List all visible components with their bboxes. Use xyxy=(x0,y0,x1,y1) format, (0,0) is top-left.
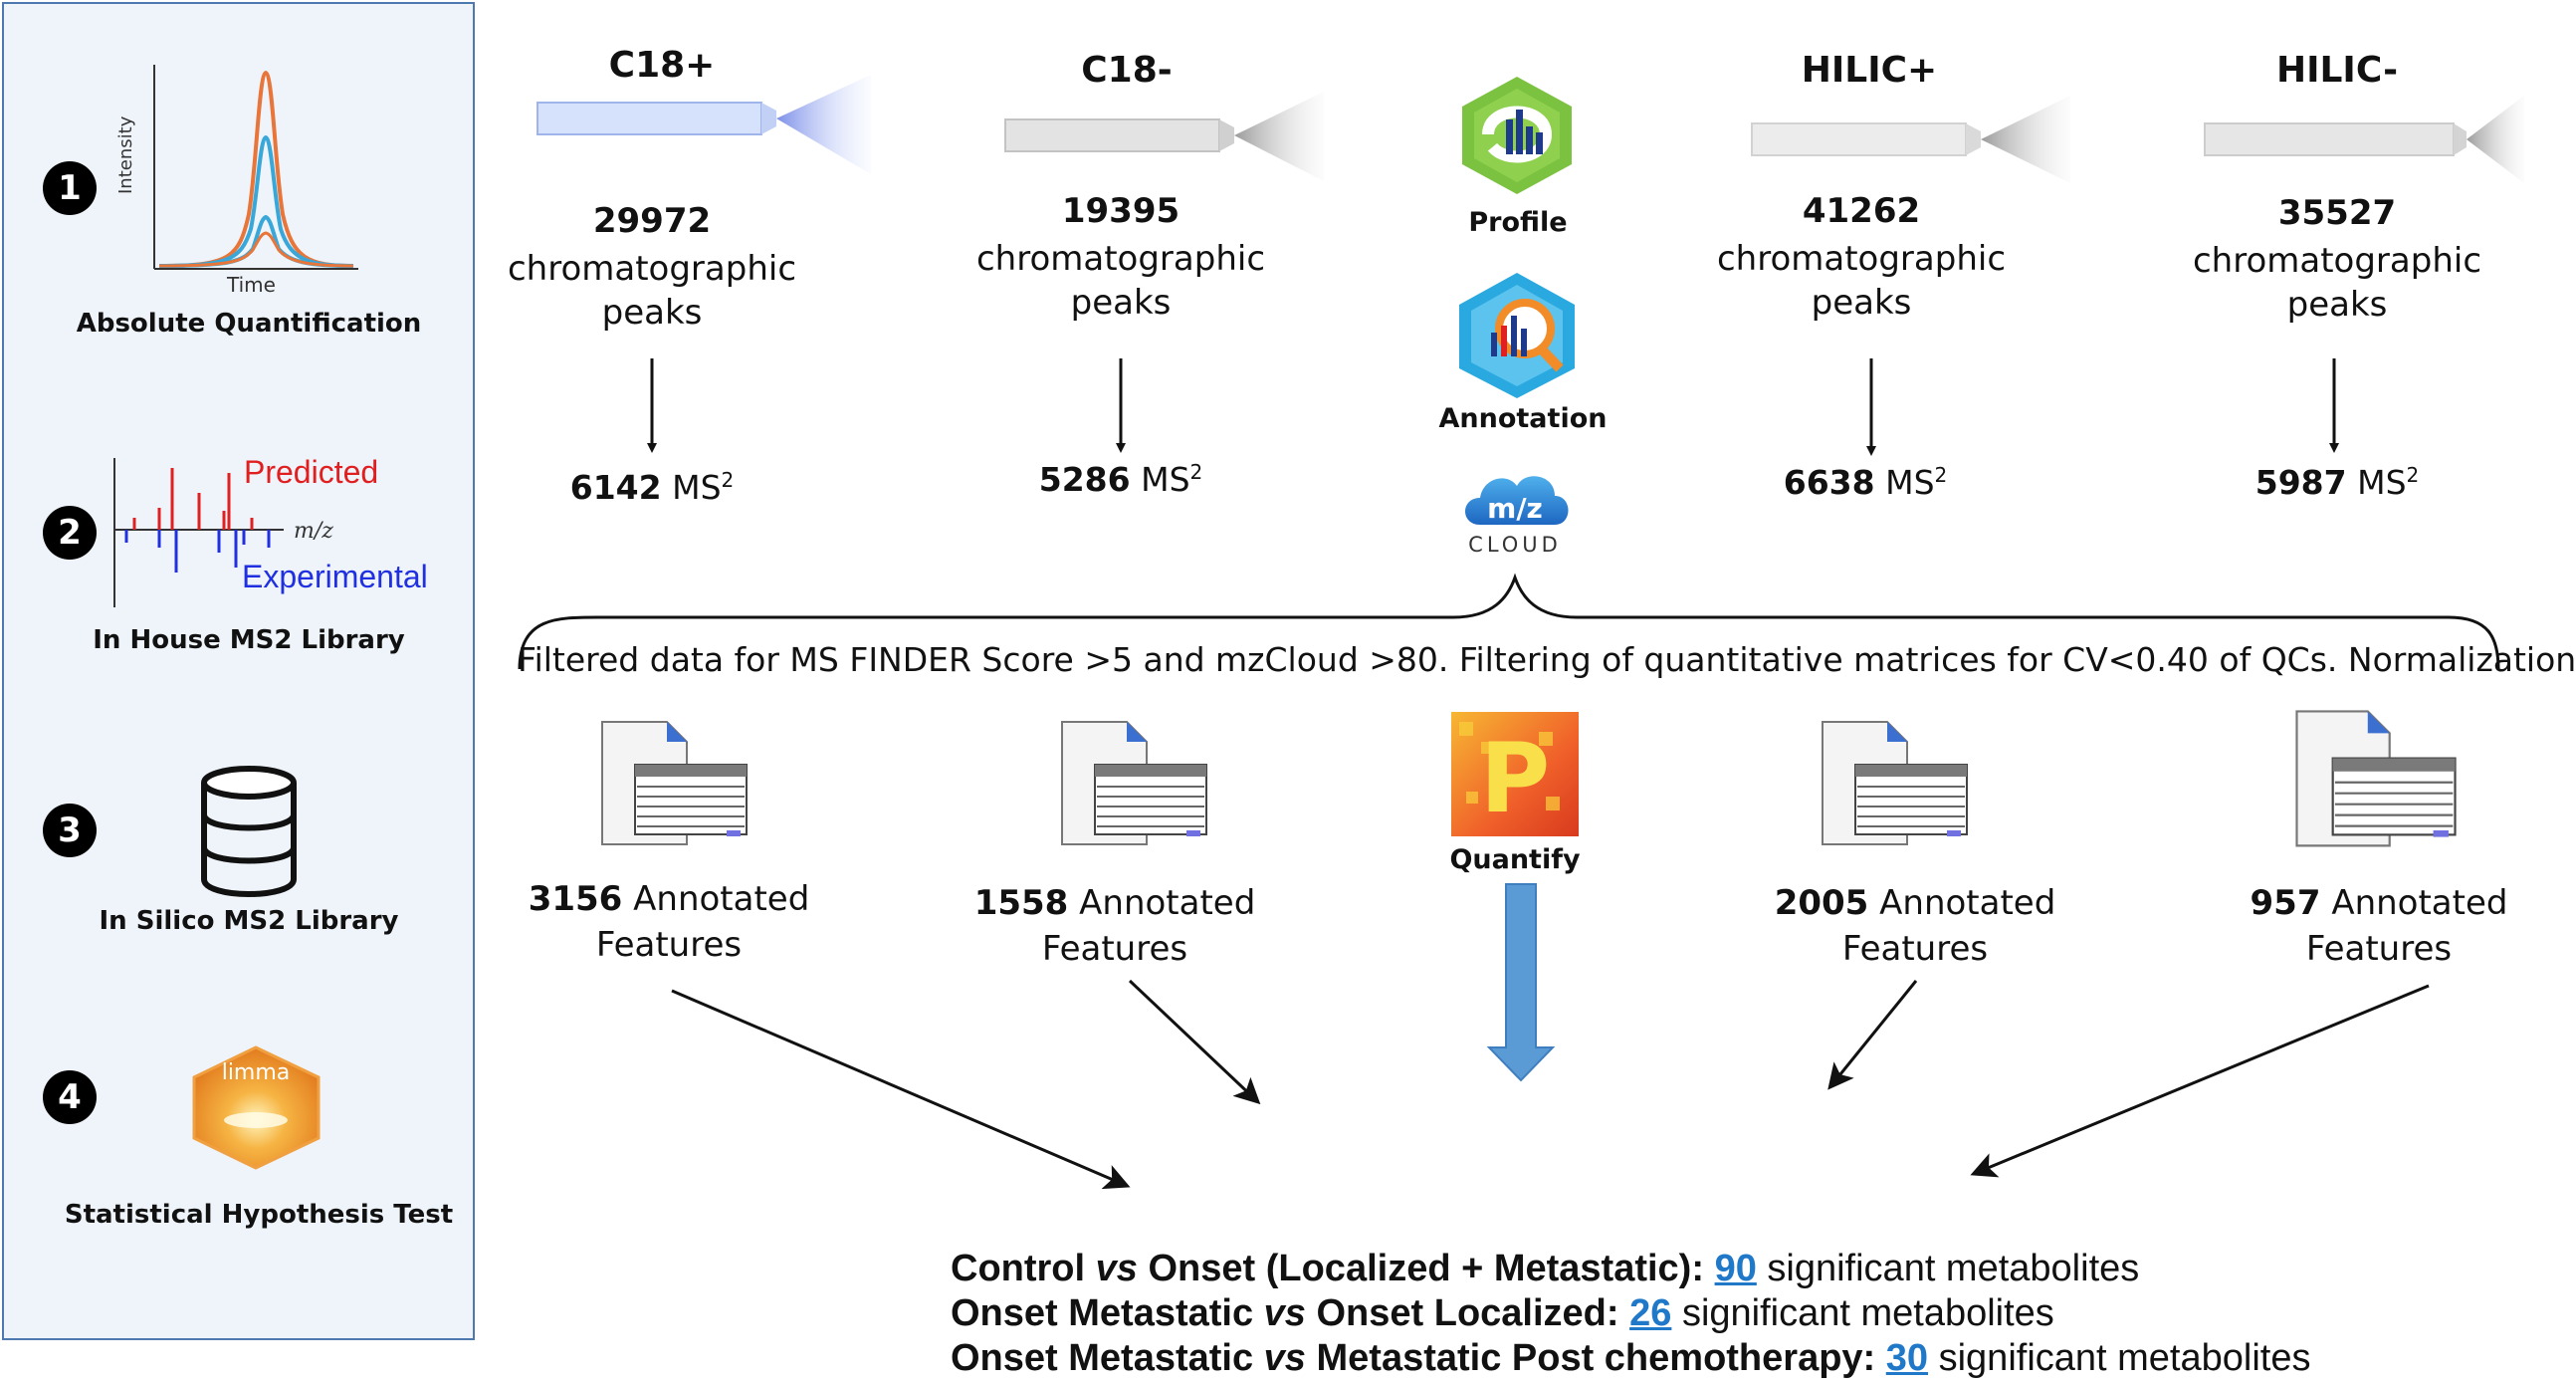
document-table-icon-hilic-minus xyxy=(2295,710,2457,847)
hilic-plus-column-icon xyxy=(1751,96,2070,183)
database-icon xyxy=(201,766,297,897)
intensity-axis-label: Intensity xyxy=(115,115,136,194)
annotation-logo-icon xyxy=(1459,273,1575,398)
filter-description: Filtered data for MS FINDER Score >5 and… xyxy=(518,640,2576,679)
hilic-minus-column-icon xyxy=(2204,96,2524,183)
step-2-label: In House MS2 Library xyxy=(93,625,405,655)
column-title-c18-plus: C18+ xyxy=(608,45,716,86)
result-line-2: Onset Metastatic vs Onset Localized: 26 … xyxy=(951,1292,2054,1334)
peaks-count-c18-minus: 19395 xyxy=(1061,191,1181,231)
step-1-badge: 1 xyxy=(43,161,97,215)
predicted-label: Predicted xyxy=(244,454,378,490)
c18-minus-column-icon xyxy=(1004,92,1324,181)
column-title-c18-minus: C18- xyxy=(1081,50,1173,91)
step-2-badge: 2 xyxy=(43,506,97,560)
result-line-3: Onset Metastatic vs Metastatic Post chem… xyxy=(951,1337,2311,1379)
step-3-label: In Silico MS2 Library xyxy=(99,906,399,936)
quantify-logo-icon: P xyxy=(1451,712,1579,836)
result-line-1: Control vs Onset (Localized + Metastatic… xyxy=(951,1248,2140,1289)
document-table-icon-hilic-plus xyxy=(1822,721,1968,845)
ms2-count-hilic-minus: 5987 MS2 xyxy=(2254,463,2420,502)
quantify-arrow xyxy=(1486,883,1556,1082)
ms2-count-c18-plus: 6142 MS2 xyxy=(569,468,735,507)
arrow-c18-plus-results xyxy=(671,989,1131,1190)
mz-axis-label: m/z xyxy=(294,519,333,544)
step-4-badge: 4 xyxy=(43,1070,97,1124)
mzcloud-logo-icon: m/z CLOUD xyxy=(1465,476,1569,557)
grouping-brace xyxy=(518,573,2500,670)
peaks-count-hilic-minus: 35527 xyxy=(2277,193,2397,233)
arrow-hilic-minus-results xyxy=(1970,984,2430,1178)
column-title-hilic-minus: HILIC- xyxy=(2275,50,2399,91)
step-1-label: Absolute Quantification xyxy=(76,309,422,339)
annotation-label: Annotation xyxy=(1438,403,1608,434)
experimental-label: Experimental xyxy=(242,559,428,594)
ms2-count-c18-minus: 5286 MS2 xyxy=(1038,460,1203,499)
limma-logo-icon: limma xyxy=(192,1045,321,1170)
result-count-1[interactable]: 90 xyxy=(1714,1248,1757,1289)
ms2-count-hilic-plus: 6638 MS2 xyxy=(1783,463,1948,502)
step-4-label: Statistical Hypothesis Test xyxy=(64,1200,454,1230)
quantify-logo-text: P xyxy=(1480,723,1550,834)
limma-logo-text: limma xyxy=(222,1060,291,1085)
document-table-icon-c18-plus xyxy=(601,721,748,845)
result-count-2[interactable]: 26 xyxy=(1629,1292,1672,1334)
step-3-badge: 3 xyxy=(43,804,97,857)
ms2-spectrum-icon: m/z Predicted Experimental xyxy=(113,454,428,607)
document-table-icon-c18-minus xyxy=(1061,721,1207,845)
profile-label: Profile xyxy=(1468,207,1568,238)
peaks-count-hilic-plus: 41262 xyxy=(1802,191,1921,231)
quantify-label: Quantify xyxy=(1449,844,1581,875)
result-count-3[interactable]: 30 xyxy=(1885,1337,1929,1379)
column-title-hilic-plus: HILIC+ xyxy=(1801,50,1938,91)
chromatogram-icon: Intensity Time xyxy=(115,65,358,297)
time-axis-label: Time xyxy=(226,273,276,297)
mzcloud-word: CLOUD xyxy=(1468,533,1562,557)
profile-logo-icon xyxy=(1462,77,1572,194)
c18-plus-column-icon xyxy=(537,75,871,174)
mzcloud-logo-text: m/z xyxy=(1487,492,1543,525)
arrow-c18-minus-results xyxy=(1128,979,1261,1105)
peaks-count-c18-plus: 29972 xyxy=(592,201,712,241)
arrow-hilic-plus-results xyxy=(1827,980,1918,1090)
